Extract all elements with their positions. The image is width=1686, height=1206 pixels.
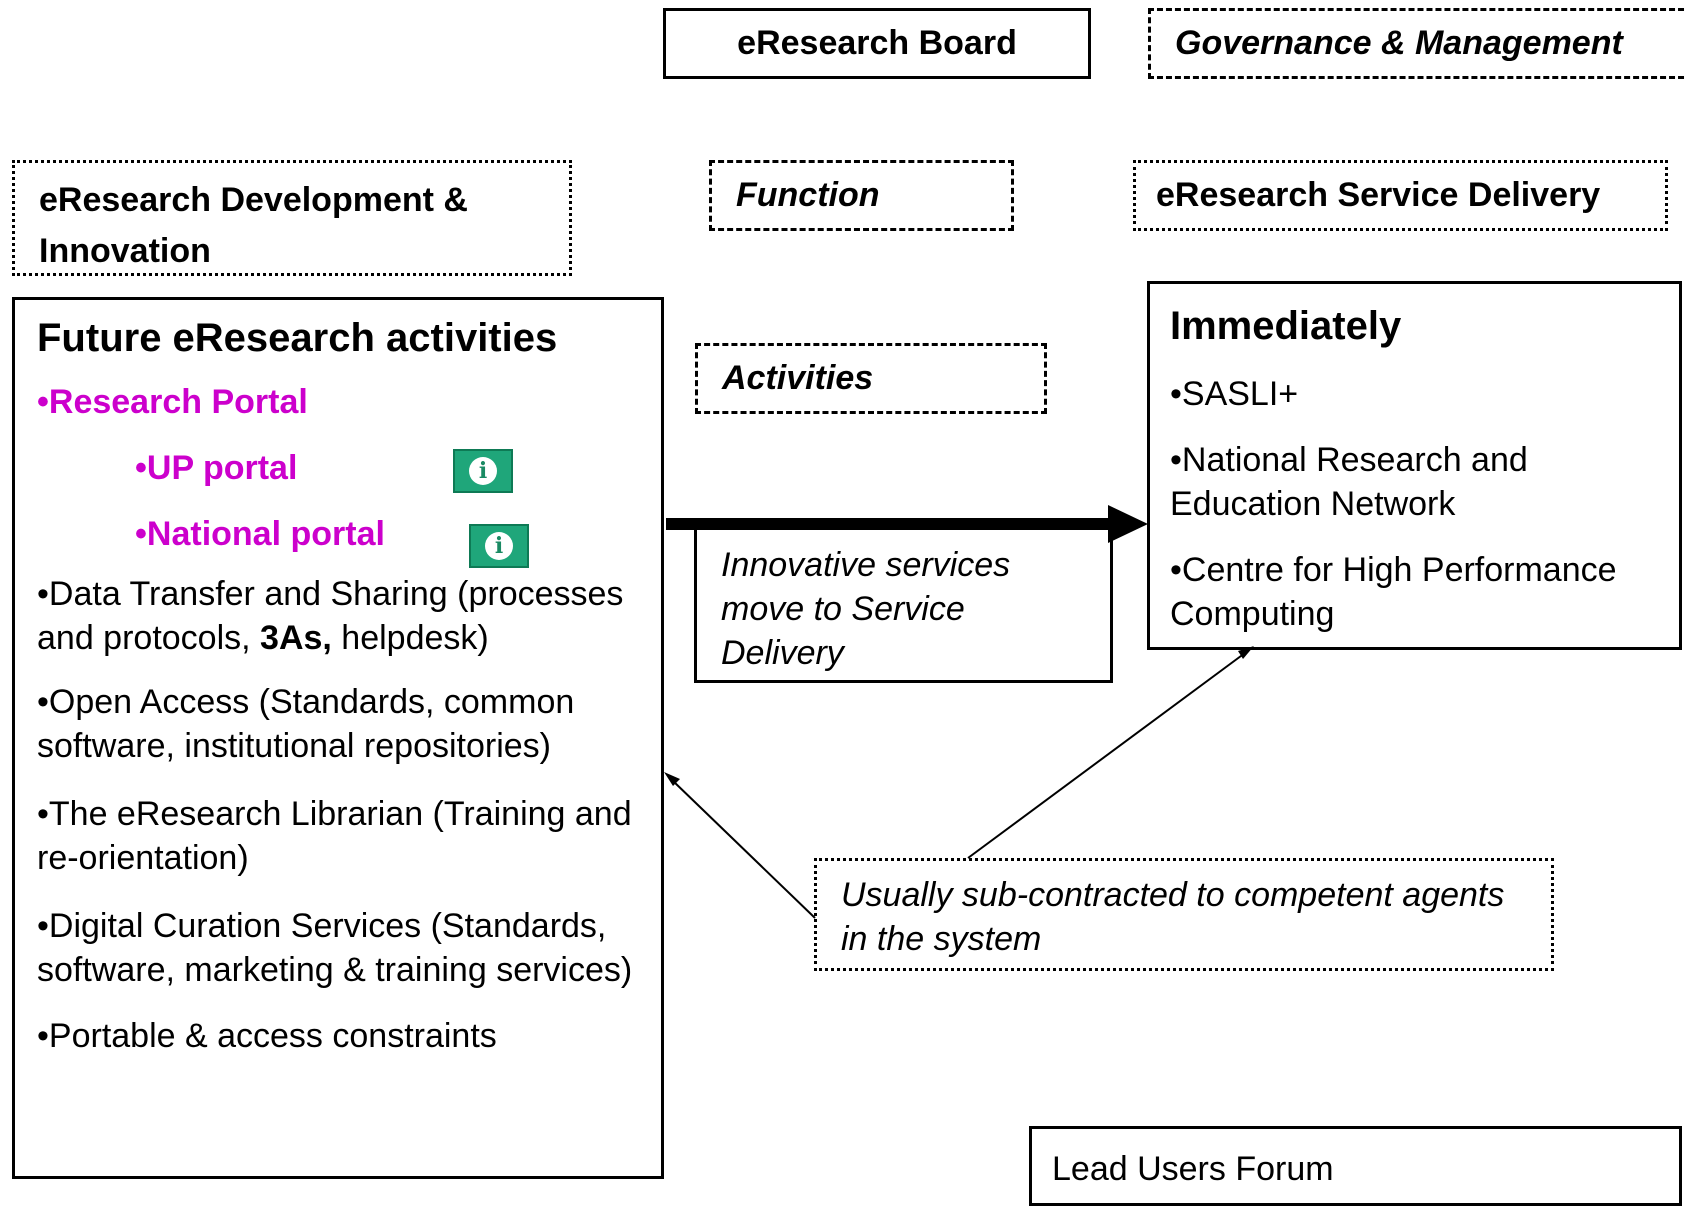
data-transfer-item: •Data Transfer and Sharing (processes an…: [37, 575, 624, 657]
activities-box: Activities: [695, 343, 1047, 414]
arrow-to-future: [664, 772, 816, 919]
future-activities-box: Future eResearch activities •Research Po…: [12, 297, 664, 1179]
governance-label: Governance & Management: [1175, 24, 1623, 62]
subcontracted-box: Usually sub-contracted to competent agen…: [814, 858, 1554, 971]
eresearch-board-label: eResearch Board: [737, 24, 1017, 62]
development-box: eResearch Development & Innovation: [12, 160, 572, 276]
nren-item: •National Research and Education Network: [1170, 441, 1528, 523]
function-box: Function: [709, 160, 1014, 231]
innovative-services-box: Innovative services move to Service Deli…: [694, 526, 1113, 683]
portable-item: •Portable & access constraints: [37, 1017, 497, 1055]
national-portal-info-button[interactable]: i: [469, 524, 529, 568]
research-portal-item: •Research Portal: [37, 383, 308, 421]
development-label: eResearch Development & Innovation: [39, 181, 468, 270]
immediately-box: Immediately •SASLI+ •National Research a…: [1147, 281, 1682, 650]
up-portal-item: •UP portal: [135, 449, 298, 487]
open-access-item: •Open Access (Standards, common software…: [37, 683, 575, 765]
innovative-services-text: Innovative services move to Service Deli…: [721, 546, 1011, 672]
national-portal-item: •National portal: [135, 515, 385, 553]
service-delivery-label: eResearch Service Delivery: [1156, 176, 1601, 214]
governance-box: Governance & Management: [1148, 8, 1686, 79]
librarian-item: •The eResearch Librarian (Training and r…: [37, 795, 632, 877]
eresearch-board-box: eResearch Board: [663, 8, 1091, 79]
activities-label: Activities: [722, 359, 874, 397]
info-icon: i: [469, 457, 497, 485]
function-label: Function: [736, 176, 880, 214]
future-activities-title: Future eResearch activities: [37, 316, 558, 360]
lead-users-forum-label: Lead Users Forum: [1052, 1150, 1334, 1188]
digital-curation-item: •Digital Curation Services (Standards, s…: [37, 907, 633, 989]
immediately-title: Immediately: [1170, 304, 1402, 348]
up-portal-info-button[interactable]: i: [453, 449, 513, 493]
chpc-item: •Centre for High Performance Computing: [1170, 551, 1617, 633]
sasli-item: •SASLI+: [1170, 375, 1299, 413]
info-icon: i: [485, 532, 513, 560]
lead-users-forum-box: Lead Users Forum: [1029, 1126, 1682, 1206]
subcontracted-text: Usually sub-contracted to competent agen…: [841, 876, 1505, 958]
service-delivery-box: eResearch Service Delivery: [1133, 160, 1668, 231]
